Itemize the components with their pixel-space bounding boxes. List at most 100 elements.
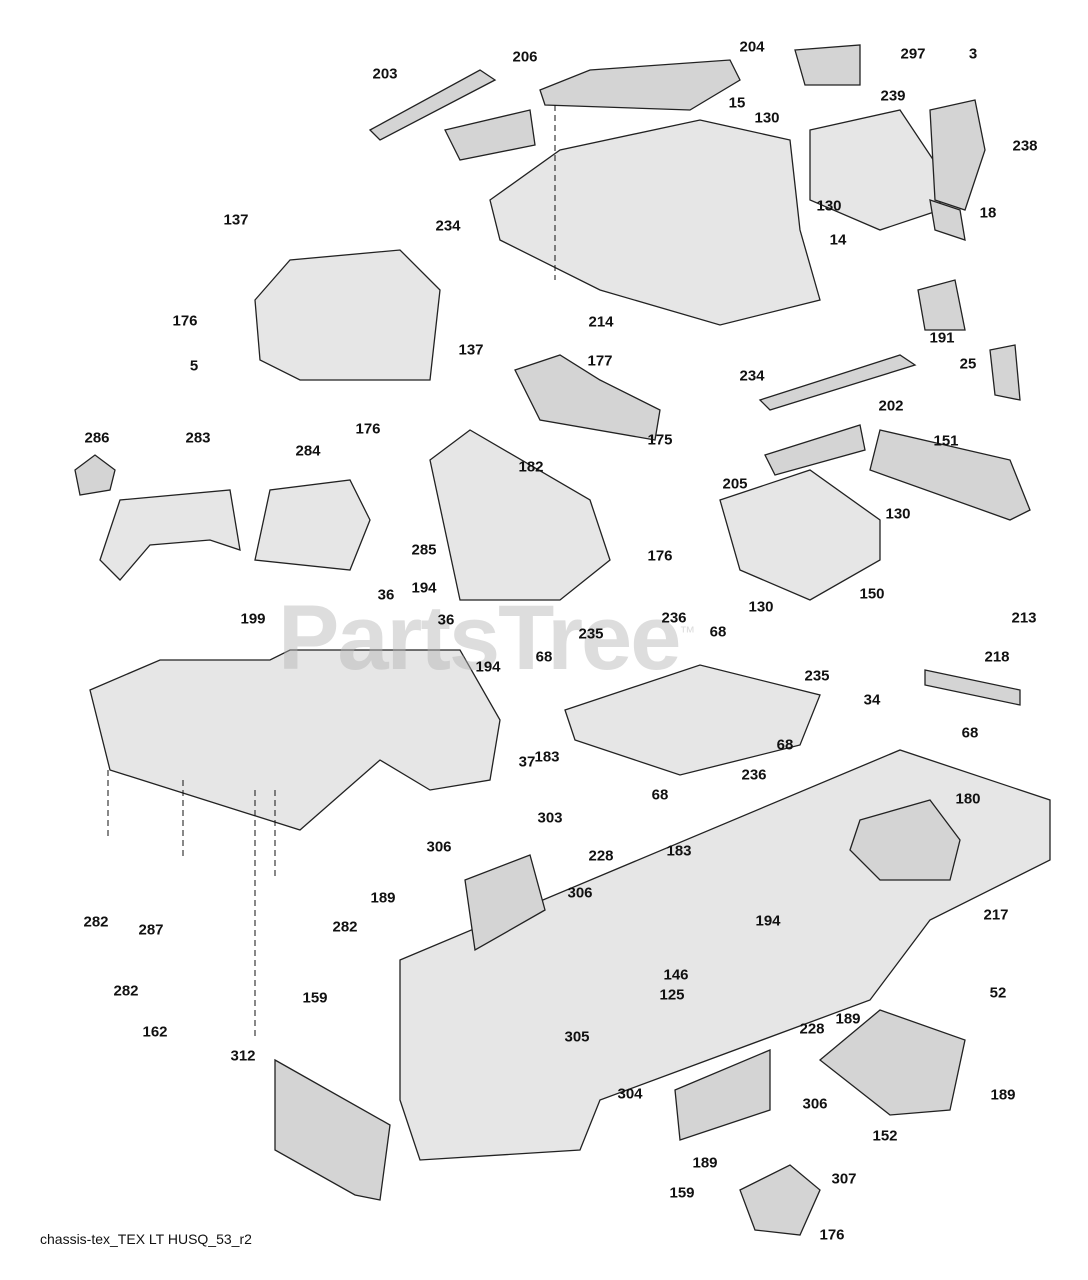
callout-label[interactable]: 307 [831,1170,857,1188]
drawing-caption: chassis-tex_TEX LT HUSQ_53_r2 [40,1231,252,1247]
callout-label[interactable]: 18 [979,204,997,222]
callout-label[interactable]: 175 [647,431,673,449]
callout-label[interactable]: 305 [564,1028,590,1046]
callout-label[interactable]: 68 [651,786,669,804]
callout-label[interactable]: 183 [534,748,560,766]
trademark-mark: ™ [679,624,695,642]
bracket-175 [514,354,661,441]
callout-label[interactable]: 205 [722,475,748,493]
callout-label[interactable]: 151 [933,432,959,450]
callout-label[interactable]: 218 [984,648,1010,666]
callout-label[interactable]: 125 [659,986,685,1004]
callout-label[interactable]: 282 [332,918,358,936]
callout-label[interactable]: 5 [189,357,199,375]
callout-label[interactable]: 236 [661,609,687,627]
callout-label[interactable]: 199 [240,610,266,628]
callout-label[interactable]: 234 [435,217,461,235]
callout-label[interactable]: 68 [961,724,979,742]
callout-label[interactable]: 228 [588,847,614,865]
callout-label[interactable]: 304 [617,1085,643,1103]
callout-label[interactable]: 235 [578,625,604,643]
callout-label[interactable]: 283 [185,429,211,447]
callout-label[interactable]: 306 [802,1095,828,1113]
callout-label[interactable]: 176 [647,547,673,565]
callout-label[interactable]: 25 [959,355,977,373]
plate-312 [274,1058,391,1201]
callout-label[interactable]: 202 [878,397,904,415]
callout-label[interactable]: 285 [411,541,437,559]
callout-label[interactable]: 194 [475,658,501,676]
callout-label[interactable]: 68 [776,736,794,754]
callout-label[interactable]: 286 [84,429,110,447]
callout-label[interactable]: 206 [512,48,538,66]
callout-label[interactable]: 130 [754,109,780,127]
callout-label[interactable]: 34 [863,691,881,709]
callout-label[interactable]: 183 [666,842,692,860]
callout-label[interactable]: 189 [370,889,396,907]
callout-label[interactable]: 234 [739,367,765,385]
callout-label[interactable]: 130 [885,505,911,523]
callout-label[interactable]: 162 [142,1023,168,1041]
callout-label[interactable]: 284 [295,442,321,460]
callout-label[interactable]: 191 [929,329,955,347]
callout-label[interactable]: 189 [990,1086,1016,1104]
callout-label[interactable]: 37 [518,753,536,771]
callout-label[interactable]: 306 [567,884,593,902]
callout-label[interactable]: 36 [437,611,455,629]
callout-label[interactable]: 303 [537,809,563,827]
callout-label[interactable]: 176 [355,420,381,438]
callout-label[interactable]: 177 [587,352,613,370]
callout-label[interactable]: 130 [748,598,774,616]
callout-label[interactable]: 189 [835,1010,861,1028]
steering-cover-182 [429,429,611,601]
callout-label[interactable]: 238 [1012,137,1038,155]
callout-label[interactable]: 146 [663,966,689,984]
bracket-151 [869,429,1031,521]
callout-label[interactable]: 194 [755,912,781,930]
hood [489,119,821,326]
callout-label[interactable]: 137 [223,211,249,229]
callout-label[interactable]: 194 [411,579,437,597]
callout-label[interactable]: 15 [728,94,746,112]
callout-label[interactable]: 282 [113,982,139,1000]
callout-label[interactable]: 180 [955,790,981,808]
callout-label[interactable]: 297 [900,45,926,63]
callout-label[interactable]: 228 [799,1020,825,1038]
callout-label[interactable]: 150 [859,585,885,603]
callout-label[interactable]: 159 [669,1184,695,1202]
callout-label[interactable]: 203 [372,65,398,83]
cover-307 [739,1164,821,1236]
callout-label[interactable]: 52 [989,984,1007,1002]
callout-label[interactable]: 130 [816,197,842,215]
callout-label[interactable]: 239 [880,87,906,105]
callout-label[interactable]: 217 [983,906,1009,924]
callout-label[interactable]: 204 [739,38,765,56]
callout-label[interactable]: 312 [230,1047,256,1065]
callout-label[interactable]: 159 [302,989,328,1007]
callout-label[interactable]: 189 [692,1154,718,1172]
callout-label[interactable]: 176 [172,312,198,330]
callout-label[interactable]: 3 [968,45,978,63]
callout-label[interactable]: 152 [872,1127,898,1145]
callout-label[interactable]: 213 [1011,609,1037,627]
callout-label[interactable]: 282 [83,913,109,931]
fender-37 [89,649,501,831]
grille-238 [929,99,986,211]
callout-label[interactable]: 236 [741,766,767,784]
callout-label[interactable]: 68 [535,648,553,666]
callout-label[interactable]: 176 [819,1226,845,1244]
part-191 [917,279,966,331]
callout-label[interactable]: 137 [458,341,484,359]
callout-label[interactable]: 235 [804,667,830,685]
callout-label[interactable]: 68 [709,623,727,641]
part-297 [794,44,861,86]
shroud-150 [719,469,881,601]
callout-label[interactable]: 287 [138,921,164,939]
callout-label[interactable]: 214 [588,313,614,331]
fender-283 [99,489,241,581]
callout-label[interactable]: 36 [377,586,395,604]
callout-label[interactable]: 14 [829,231,847,249]
callout-label[interactable]: 306 [426,838,452,856]
callout-label[interactable]: 182 [518,458,544,476]
